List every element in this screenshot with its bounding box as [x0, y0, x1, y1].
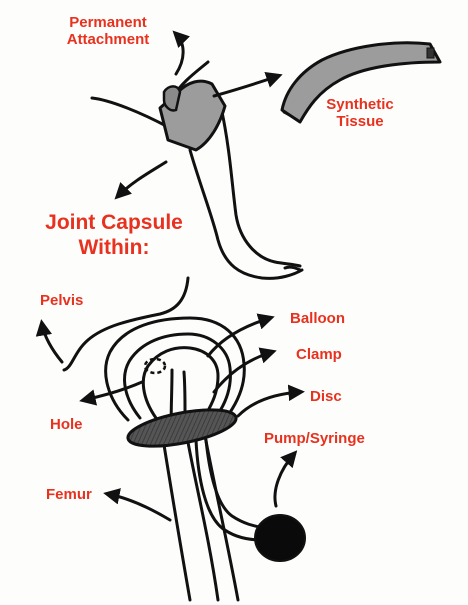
joint-capsule — [106, 318, 245, 420]
femur-shaft — [160, 370, 238, 600]
label-permanent-attachment: Permanent Attachment — [56, 14, 160, 48]
label-joint-capsule-within: Joint Capsule Within: — [34, 210, 194, 260]
disc-plate — [125, 403, 239, 453]
pump-bulb — [255, 515, 305, 561]
label-pump-syringe: Pump/Syringe — [264, 430, 365, 447]
label-clamp: Clamp — [296, 346, 342, 363]
label-hole: Hole — [50, 416, 83, 433]
label-balloon: Balloon — [290, 310, 345, 327]
label-pelvis: Pelvis — [40, 292, 83, 309]
label-disc: Disc — [310, 388, 342, 405]
label-femur: Femur — [46, 486, 92, 503]
label-synthetic-tissue: Synthetic Tissue — [318, 96, 402, 130]
attachment-knob — [164, 86, 180, 110]
